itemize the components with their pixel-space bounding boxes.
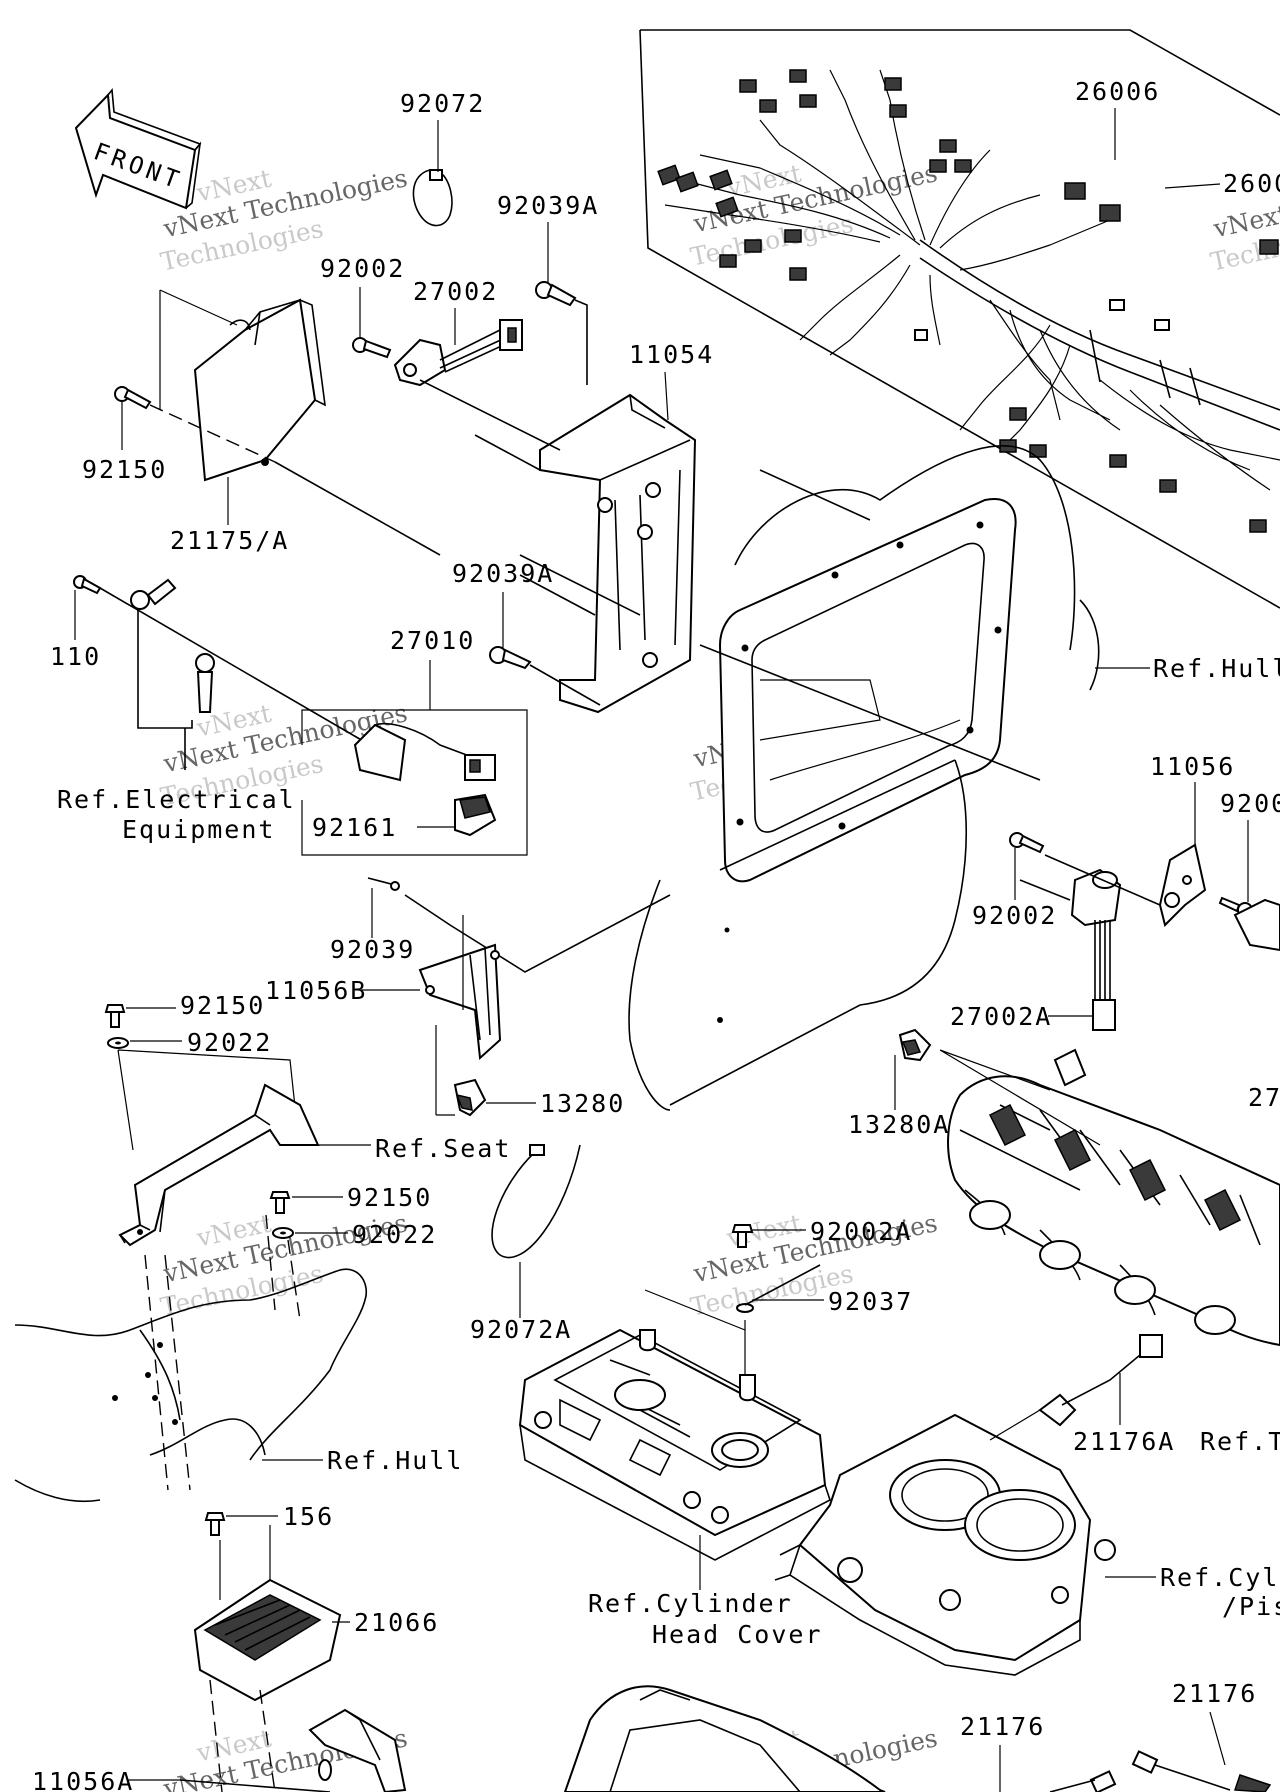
bolt-92150-left <box>114 386 152 410</box>
ref-hull-lower: Ref.Hull <box>327 1446 463 1475</box>
label-11054: 11054 <box>629 340 714 369</box>
label-21176A: 21176A <box>1073 1427 1175 1456</box>
label-27002: 27002 <box>413 277 498 306</box>
harness-connectors <box>657 69 1279 533</box>
label-27002A: 27002A <box>950 1002 1052 1031</box>
label-156: 156 <box>283 1502 334 1531</box>
bracket-11054 <box>539 393 697 714</box>
ref-seat: Ref.Seat <box>375 1134 511 1163</box>
sensor-21176-a <box>1049 1770 1117 1792</box>
ref-cyl-line1: Ref.Cyl <box>1160 1563 1279 1592</box>
tie-strap-92072 <box>412 169 453 227</box>
label-27-partial: 27 <box>1248 1083 1280 1112</box>
bolt-92039A-top <box>535 281 577 307</box>
clamp-13280 <box>453 1078 487 1117</box>
bracket-11056A <box>308 1708 407 1792</box>
label-92022-a: 92022 <box>187 1028 272 1057</box>
sensor-27002 <box>393 319 523 387</box>
ref-hull-right: Ref.Hull <box>1153 654 1280 683</box>
tie-strap-92072A <box>491 1144 581 1259</box>
label-110: 110 <box>50 642 101 671</box>
cylinder-block <box>774 1413 1116 1676</box>
label-21176-a: 21176 <box>960 1712 1045 1741</box>
hull-opening <box>628 445 1100 1111</box>
label-92022-b: 92022 <box>352 1220 437 1249</box>
label-27010: 27010 <box>390 626 475 655</box>
label-92039A-mid: 92039A <box>452 559 554 588</box>
label-2600-partial: 2600 <box>1223 169 1280 198</box>
washer-92022-a <box>107 1037 129 1049</box>
ref-electrical-line2: Equipment <box>122 815 275 844</box>
label-11056A: 11056A <box>32 1767 134 1792</box>
bracket-11056 <box>1158 843 1207 927</box>
label-13280A: 13280A <box>848 1110 950 1139</box>
washer-92022-b <box>272 1227 294 1239</box>
cylinder-head-cover <box>518 1328 831 1561</box>
label-92072: 92072 <box>400 89 485 118</box>
sensor-27002A <box>1070 868 1122 1031</box>
exhaust-manifold-partial <box>563 1685 886 1792</box>
ref-head-cover-line1: Ref.Cylinder <box>588 1589 793 1618</box>
label-21175A: 21175/A <box>170 526 289 555</box>
label-92002A: 92002A <box>810 1217 912 1246</box>
label-92072A: 92072A <box>470 1315 572 1344</box>
wire-92039 <box>367 877 400 891</box>
front-arrow-icon: FRONT <box>74 87 202 210</box>
bolt-156 <box>204 1512 226 1536</box>
relay-92161 <box>454 793 497 837</box>
label-92037: 92037 <box>828 1287 913 1316</box>
sensor-21176A <box>989 1334 1163 1441</box>
label-92039A-top: 92039A <box>497 191 599 220</box>
ref-head-cover-line2: Head Cover <box>652 1620 823 1649</box>
ref-electrical-line1: Ref.Electrical <box>57 785 296 814</box>
bolt-92150-b <box>269 1191 291 1214</box>
terminal-bolt <box>130 578 215 713</box>
bolt-92002-right <box>1009 832 1045 854</box>
bracket-11056B <box>418 943 502 1061</box>
bolt-92150-a <box>104 1004 126 1028</box>
relay-27010 <box>353 722 496 782</box>
label-92002-top: 92002 <box>320 254 405 283</box>
label-26006-a: 26006 <box>1075 77 1160 106</box>
label-92161: 92161 <box>312 813 397 842</box>
sensor-21176-b <box>1131 1750 1272 1792</box>
label-11056B: 11056B <box>265 976 367 1005</box>
intake-manifold <box>947 1048 1280 1347</box>
label-21176-b: 21176 <box>1172 1679 1257 1708</box>
watermark-2: vNext vNext Technologies Technologies <box>688 158 940 271</box>
label-13280: 13280 <box>540 1089 625 1118</box>
screw-110 <box>73 575 102 595</box>
label-92039: 92039 <box>330 935 415 964</box>
label-92150-left: 92150 <box>82 455 167 484</box>
ecu-21175A <box>193 298 326 482</box>
label-92150-a: 92150 <box>180 991 265 1020</box>
label-11056: 11056 <box>1150 752 1235 781</box>
ref-cyl-line2: /Pis <box>1222 1592 1280 1621</box>
ref-t: Ref.T <box>1200 1427 1280 1456</box>
label-9200-partial: 9200 <box>1220 789 1280 818</box>
label-21066: 21066 <box>354 1608 439 1637</box>
main-harness-group <box>639 29 1280 609</box>
stud-92037 <box>736 1264 821 1313</box>
clamp-13280A <box>898 1028 932 1062</box>
bolt-92002-top <box>352 337 392 359</box>
hull-lower-left <box>14 1268 367 1503</box>
label-92002-right: 92002 <box>972 901 1057 930</box>
bolt-92039A-mid <box>489 646 532 670</box>
label-92150-b: 92150 <box>347 1183 432 1212</box>
bolt-92002A <box>731 1224 754 1248</box>
regulator-21066 <box>193 1578 342 1702</box>
